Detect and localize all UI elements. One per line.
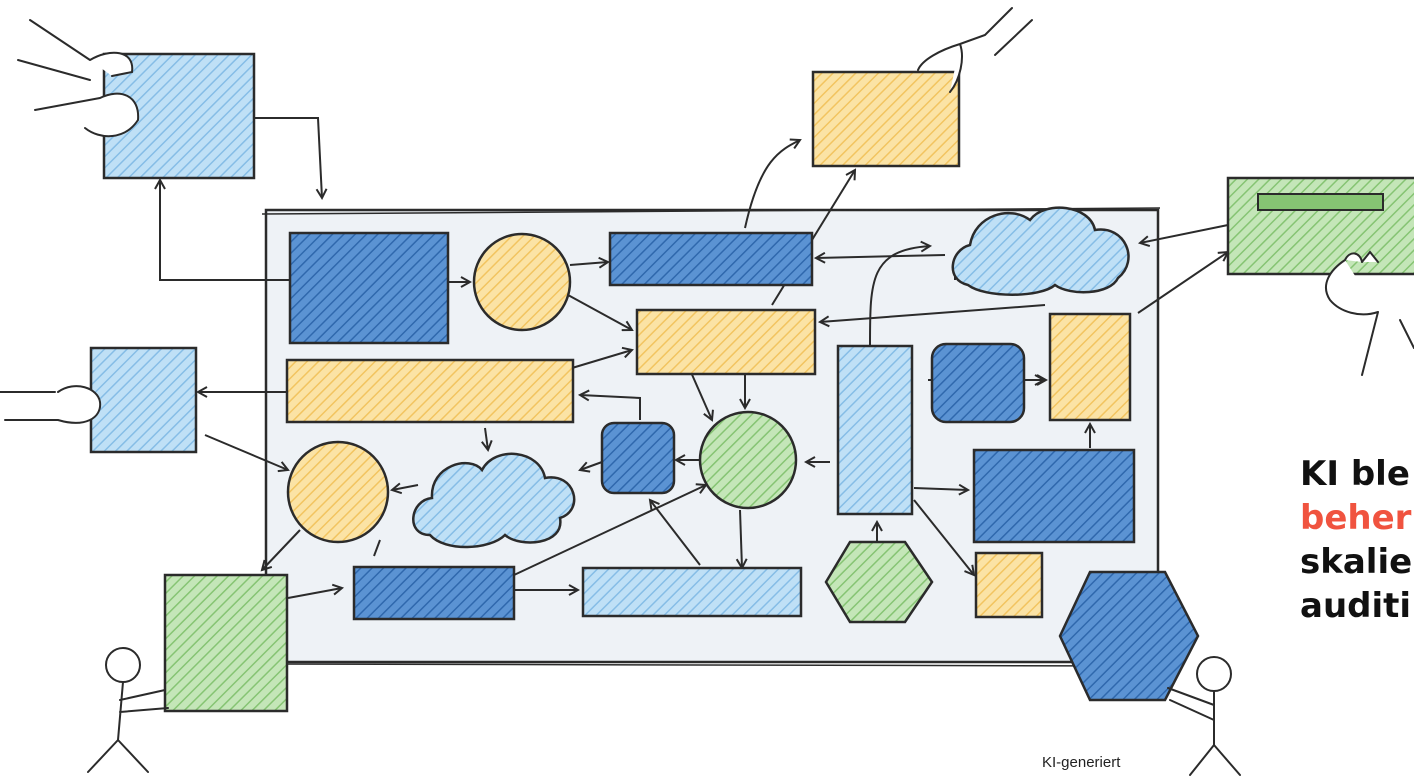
dark-blue-lower-bar: [352, 565, 516, 621]
held-cards: [89, 52, 1414, 713]
image-caption: KI-generiert: [1042, 754, 1121, 771]
hand-left: [0, 385, 102, 424]
yellow-circle: [472, 232, 572, 332]
light-blue-tall-box: [836, 344, 914, 516]
yellow-small-square: [974, 551, 1044, 619]
yellow-wide-box: [635, 308, 817, 376]
yellow-long-bar: [285, 358, 575, 424]
dark-blue-rounded-square: [600, 421, 676, 495]
person-bottom-right-head: [1196, 656, 1232, 692]
hands-and-people: [0, 7, 1414, 776]
green-card-bottom-left: [163, 573, 289, 713]
hand-right: [1325, 250, 1414, 376]
headline-line-3: skalie: [1300, 542, 1413, 582]
yellow-card-top: [811, 70, 961, 168]
person-bottom-right-body: [1167, 687, 1241, 776]
headline-text: KI ble beher skalie auditi: [1300, 452, 1412, 628]
green-hexagon: [824, 540, 934, 624]
headline-line-4: auditi: [1300, 586, 1412, 626]
green-circle: [698, 410, 798, 510]
green-card-bar: [1257, 193, 1384, 211]
person-bottom-left-body: [87, 681, 169, 773]
person-bottom-left-head: [105, 647, 141, 683]
dark-blue-hexagon-bottom-right: [1058, 570, 1200, 702]
dark-blue-bar: [608, 231, 814, 287]
hand-top-right: [917, 7, 1033, 93]
blue-cloud: [412, 452, 576, 549]
hand-top-left: [17, 19, 140, 138]
light-blue-lower-bar: [581, 566, 803, 618]
yellow-side-box: [1048, 312, 1132, 422]
headline-line-2: beher: [1300, 498, 1412, 538]
yellow-circle-lower: [286, 440, 390, 544]
board-shapes: [285, 206, 1136, 624]
dark-blue-box: [288, 231, 450, 345]
light-blue-card-left: [89, 346, 198, 454]
green-card-right: [1226, 176, 1414, 276]
dark-blue-lower-box: [972, 448, 1136, 544]
headline-line-1: KI ble: [1300, 454, 1410, 494]
blue-cloud-top: [951, 206, 1130, 296]
dark-blue-rounded-box: [930, 342, 1026, 424]
